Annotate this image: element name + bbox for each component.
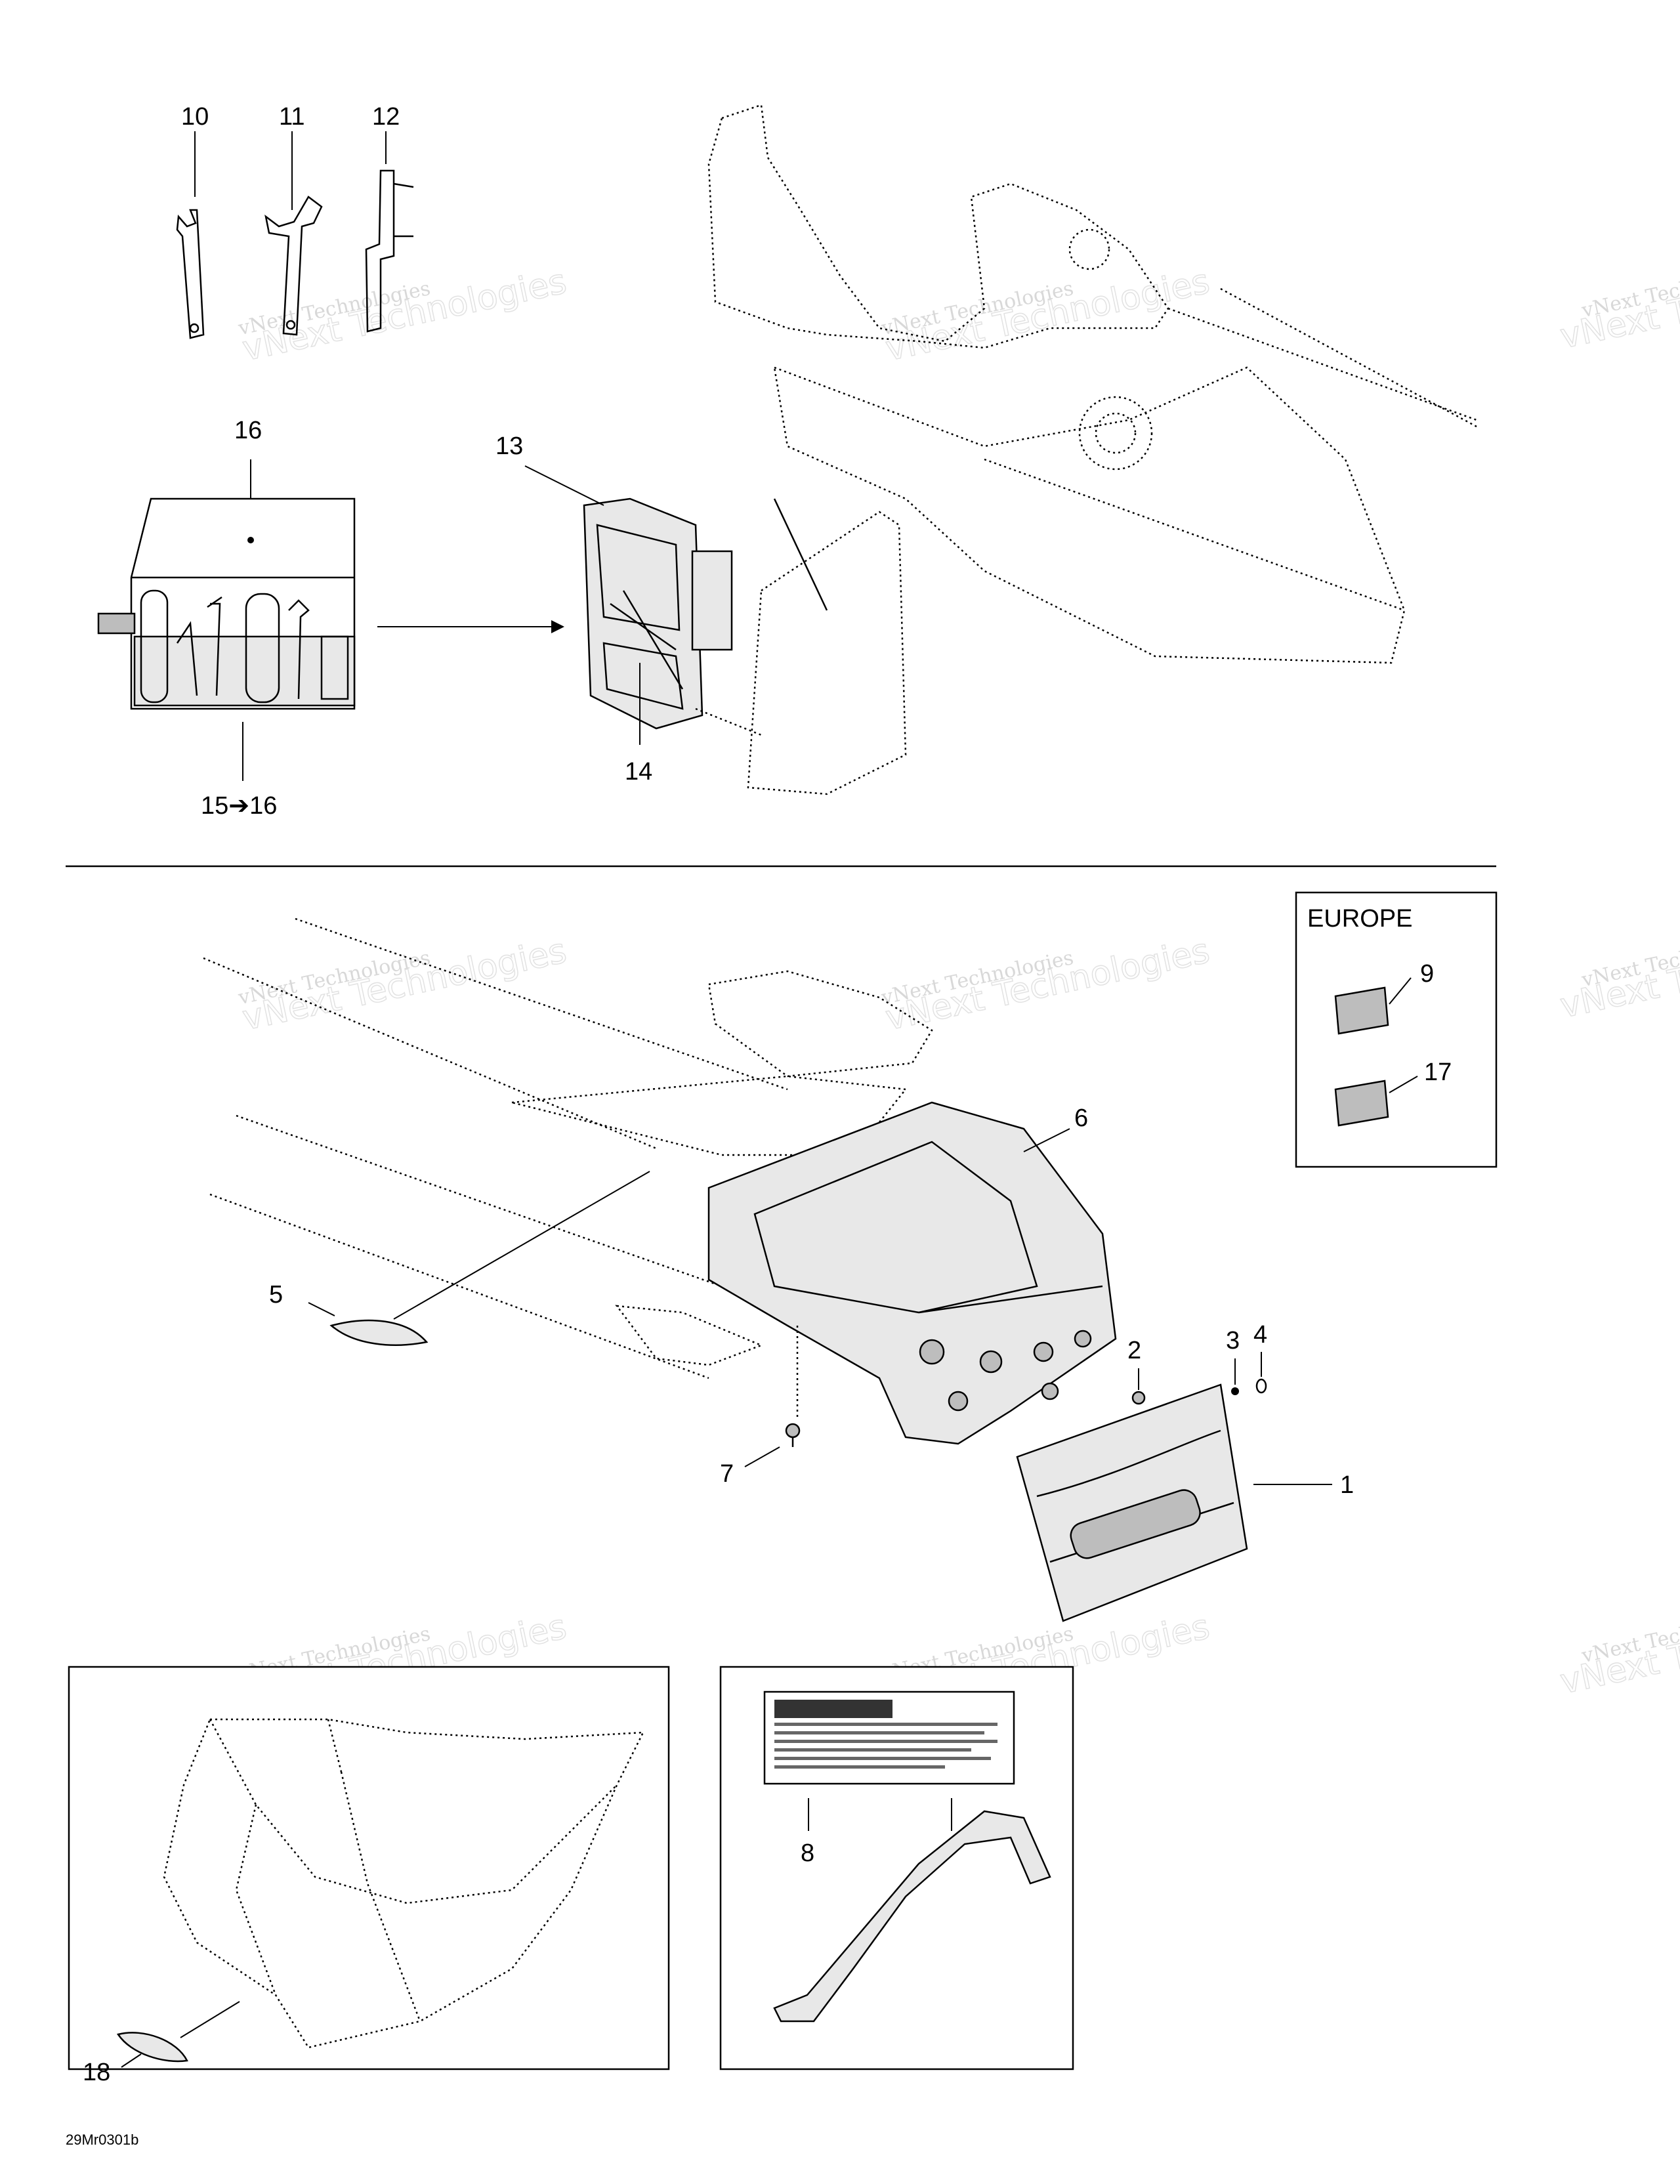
callout-10: 10: [181, 103, 209, 131]
callout-7: 7: [720, 1460, 734, 1488]
decal-9: [1334, 977, 1412, 1035]
callouts: 10 11 12 16 13 15➔16 14 9 17 6 5 2 3 4 7…: [83, 103, 1452, 2086]
tool-kit-box: [97, 459, 564, 781]
callout-15: 15➔16: [201, 792, 277, 820]
diagram-reference-code: 29Mr0301b: [66, 2132, 138, 2148]
europe-box: EUROPE: [1295, 891, 1498, 1168]
callout-5: 5: [269, 1281, 283, 1309]
decal-17: [1334, 1076, 1418, 1127]
hardware-2-3-4: [1131, 1352, 1267, 1405]
warning-label: [763, 1690, 1015, 1785]
callout-13: 13: [495, 432, 523, 460]
callout-6: 6: [1074, 1104, 1088, 1132]
tool-holder: [524, 465, 762, 745]
inset-belly-pan: [68, 1666, 670, 2070]
callout-16: 16: [234, 417, 262, 444]
chassis-frame-top: [707, 104, 1477, 795]
tool-bracket-12: [365, 131, 414, 333]
flap-1: [1016, 1383, 1332, 1622]
callout-2: 2: [1127, 1337, 1141, 1364]
screw-7: [744, 1423, 801, 1467]
callout-14: 14: [625, 758, 652, 786]
callout-1: 1: [1340, 1471, 1354, 1499]
chassis-frame-front: [203, 917, 933, 1379]
decal-5: [308, 1171, 650, 1346]
callout-9: 9: [1420, 960, 1434, 988]
tool-wrench-10: [176, 131, 205, 339]
callout-8: 8: [801, 1839, 814, 1867]
callout-18: 18: [83, 2059, 110, 2086]
tool-wrench-11: [264, 131, 323, 336]
callout-4: 4: [1253, 1321, 1267, 1349]
callout-17: 17: [1424, 1059, 1452, 1086]
front-fascia-6: [707, 1101, 1117, 1445]
inset-heat-shield: [719, 1666, 1074, 2070]
europe-box-title: EUROPE: [1307, 905, 1412, 933]
callout-3: 3: [1226, 1327, 1240, 1354]
callout-12: 12: [372, 103, 400, 131]
callout-11: 11: [279, 103, 304, 131]
